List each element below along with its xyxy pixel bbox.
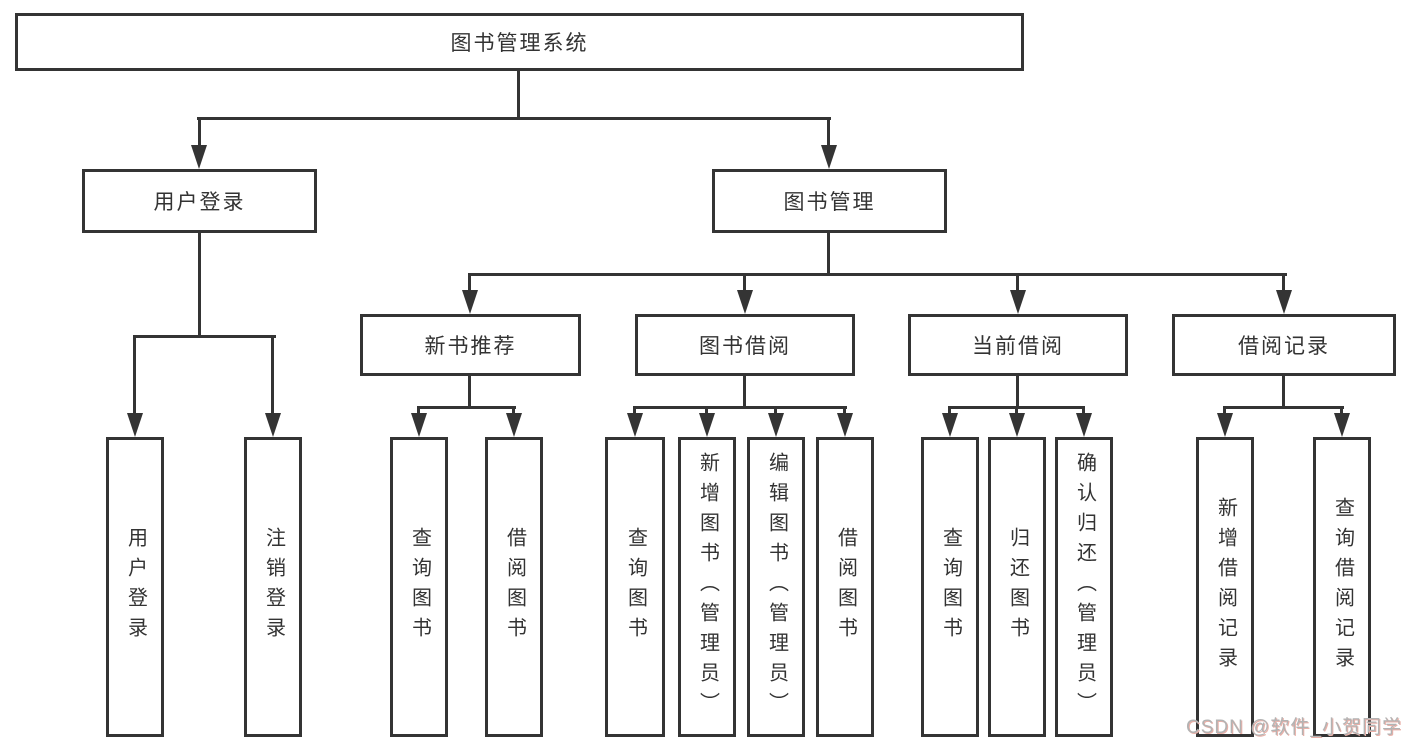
node-label: 图书管理系统 (450, 32, 589, 55)
arrowhead-down-icon (1009, 413, 1025, 437)
connector-drop (271, 335, 274, 417)
node-user-login: 用户登录 (82, 169, 317, 233)
connector-drop (1223, 406, 1226, 416)
connector-drop (774, 406, 777, 416)
connector-branch (468, 273, 1287, 276)
node-label: 借阅记录 (1238, 335, 1330, 358)
connector-branch (417, 406, 516, 409)
connector-stem (1282, 374, 1285, 407)
arrowhead-down-icon (411, 413, 427, 437)
arrowhead-down-icon (837, 413, 853, 437)
connector-drop (633, 406, 636, 416)
leaf-label: 编辑图书（管理员） (765, 452, 788, 722)
arrowhead-down-icon (127, 413, 143, 437)
connector-drop (1015, 406, 1018, 416)
leaf-add-book-admin: 新增图书（管理员） (678, 437, 736, 737)
connector-drop (843, 406, 846, 416)
connector-branch (133, 335, 276, 338)
connector-drop (1282, 273, 1285, 293)
node-book-borrowing: 图书借阅 (635, 314, 855, 376)
leaf-label: 新增图书（管理员） (696, 452, 719, 722)
node-label: 当前借阅 (972, 335, 1064, 358)
connector-drop (468, 273, 471, 293)
arrowhead-down-icon (265, 413, 281, 437)
arrowhead-down-icon (1010, 290, 1026, 314)
arrowhead-down-icon (462, 290, 478, 314)
arrowhead-down-icon (699, 413, 715, 437)
leaf-edit-book-admin: 编辑图书（管理员） (747, 437, 805, 737)
leaf-query-borrow-record: 查询借阅记录 (1313, 437, 1371, 737)
connector-stem (1016, 374, 1019, 407)
connector-stem (517, 69, 520, 118)
leaf-label: 归还图书 (1006, 527, 1029, 647)
node-book-management: 图书管理 (712, 169, 947, 233)
leaf-label: 确认归还（管理员） (1073, 452, 1096, 722)
leaf-logout: 注销登录 (244, 437, 302, 737)
leaf-label: 借阅图书 (834, 527, 857, 647)
connector-stem (827, 231, 830, 274)
connector-drop (1340, 406, 1343, 416)
leaf-borrow-books-recommend: 借阅图书 (485, 437, 543, 737)
connector-drop (198, 117, 201, 149)
node-new-book-recommend: 新书推荐 (360, 314, 581, 376)
leaf-return-book: 归还图书 (988, 437, 1046, 737)
csdn-watermark: CSDN @软件_小贺同学 (1186, 717, 1402, 738)
arrowhead-down-icon (191, 145, 207, 169)
connector-branch (1223, 406, 1344, 409)
arrowhead-down-icon (1334, 413, 1350, 437)
leaf-label: 借阅图书 (503, 527, 526, 647)
arrowhead-down-icon (768, 413, 784, 437)
node-current-borrowing: 当前借阅 (908, 314, 1128, 376)
connector-stem (198, 231, 201, 336)
connector-drop (827, 117, 830, 149)
node-label: 图书借阅 (699, 335, 791, 358)
arrowhead-down-icon (627, 413, 643, 437)
leaf-label: 查询图书 (624, 527, 647, 647)
connector-stem (743, 374, 746, 407)
arrowhead-down-icon (1076, 413, 1092, 437)
leaf-label: 查询图书 (939, 527, 962, 647)
leaf-user-login: 用户登录 (106, 437, 164, 737)
arrowhead-down-icon (821, 145, 837, 169)
leaf-query-books-borrowing: 查询图书 (605, 437, 665, 737)
leaf-label: 查询图书 (408, 527, 431, 647)
connector-drop (417, 406, 420, 416)
leaf-label: 新增借阅记录 (1214, 497, 1237, 677)
connector-drop (948, 406, 951, 416)
arrowhead-down-icon (737, 290, 753, 314)
leaf-label: 注销登录 (262, 527, 285, 647)
leaf-query-books-current: 查询图书 (921, 437, 979, 737)
connector-drop (512, 406, 515, 416)
connector-branch (633, 406, 847, 409)
leaf-label: 查询借阅记录 (1331, 497, 1354, 677)
leaf-add-borrow-record: 新增借阅记录 (1196, 437, 1254, 737)
arrowhead-down-icon (1217, 413, 1233, 437)
leaf-query-books-recommend: 查询图书 (390, 437, 448, 737)
leaf-label: 用户登录 (124, 527, 147, 647)
arrowhead-down-icon (1276, 290, 1292, 314)
connector-drop (743, 273, 746, 293)
arrowhead-down-icon (942, 413, 958, 437)
connector-drop (1016, 273, 1019, 293)
arrowhead-down-icon (506, 413, 522, 437)
node-label: 用户登录 (153, 191, 246, 214)
node-borrow-records: 借阅记录 (1172, 314, 1396, 376)
connector-drop (705, 406, 708, 416)
node-label: 图书管理 (783, 191, 876, 214)
connector-drop (133, 335, 136, 417)
node-library-management-system: 图书管理系统 (15, 13, 1024, 71)
connector-drop (1082, 406, 1085, 416)
leaf-confirm-return-admin: 确认归还（管理员） (1055, 437, 1113, 737)
connector-stem (468, 374, 471, 407)
node-label: 新书推荐 (424, 335, 517, 358)
leaf-borrow-books: 借阅图书 (816, 437, 874, 737)
connector-branch (197, 117, 831, 120)
